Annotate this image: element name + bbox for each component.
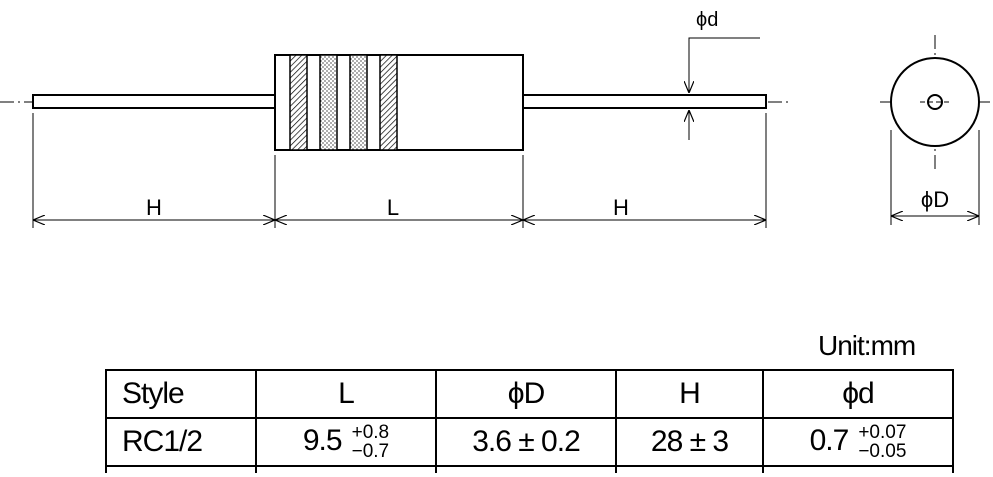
d-tolerance: +0.07−0.05 <box>858 423 906 461</box>
header-lead-diameter: ϕd <box>762 369 954 419</box>
d-tolerance-plus: +0.07 <box>858 422 907 443</box>
color-band-2 <box>319 54 338 151</box>
unit-label: Unit:mm <box>818 330 916 361</box>
header-l: L <box>255 369 437 419</box>
header-h: H <box>615 369 764 419</box>
label-lead-diameter: ϕd <box>696 9 718 31</box>
header-style: Style <box>105 369 257 419</box>
color-band-1 <box>289 54 308 151</box>
right-lead <box>522 94 767 109</box>
label-h-right: H <box>613 195 629 220</box>
cell-l: 9.5 +0.8−0.7 <box>255 417 437 467</box>
empty-cell <box>615 465 764 473</box>
resistor-body <box>274 54 524 151</box>
l-nominal: 9.5 <box>302 423 343 457</box>
empty-cell <box>105 465 257 473</box>
cell-lead-diameter: 0.7+0.07−0.05 <box>762 417 954 467</box>
label-h-left: H <box>146 195 162 220</box>
d-tolerance-minus: −0.05 <box>858 441 907 462</box>
l-tolerance: +0.8−0.7 <box>352 423 390 461</box>
d-nominal: 0.7 <box>809 423 850 457</box>
color-band-4 <box>379 54 398 151</box>
empty-cell <box>762 465 954 473</box>
table-row-partial <box>105 465 954 473</box>
left-lead <box>32 94 276 109</box>
cell-style: RC1/2 <box>105 417 257 467</box>
table-header-row: Style L ϕD H ϕd <box>105 369 954 419</box>
empty-cell <box>435 465 617 473</box>
resistor-dimension-drawing: H L H ϕd ϕD <box>0 9 993 228</box>
color-band-3 <box>349 54 368 151</box>
cell-body-diameter: 3.6 ± 0.2 <box>435 417 617 467</box>
spec-table: Style L ϕD H ϕd RC1/2 9.5 +0.8−0.7 3.6 ± … <box>105 369 954 473</box>
l-tolerance-minus: −0.7 <box>351 441 390 462</box>
label-body-diameter: ϕD <box>921 187 949 212</box>
cell-h: 28 ± 3 <box>615 417 764 467</box>
leader-line-lead-diameter <box>689 37 760 92</box>
header-body-diameter: ϕD <box>435 369 617 419</box>
l-tolerance-plus: +0.8 <box>351 422 390 443</box>
empty-cell <box>255 465 437 473</box>
table-row: RC1/2 9.5+0.8−0.7 3.6 ± 0.2 28 ± 3 0.7+0… <box>105 417 954 467</box>
label-l: L <box>387 195 399 220</box>
